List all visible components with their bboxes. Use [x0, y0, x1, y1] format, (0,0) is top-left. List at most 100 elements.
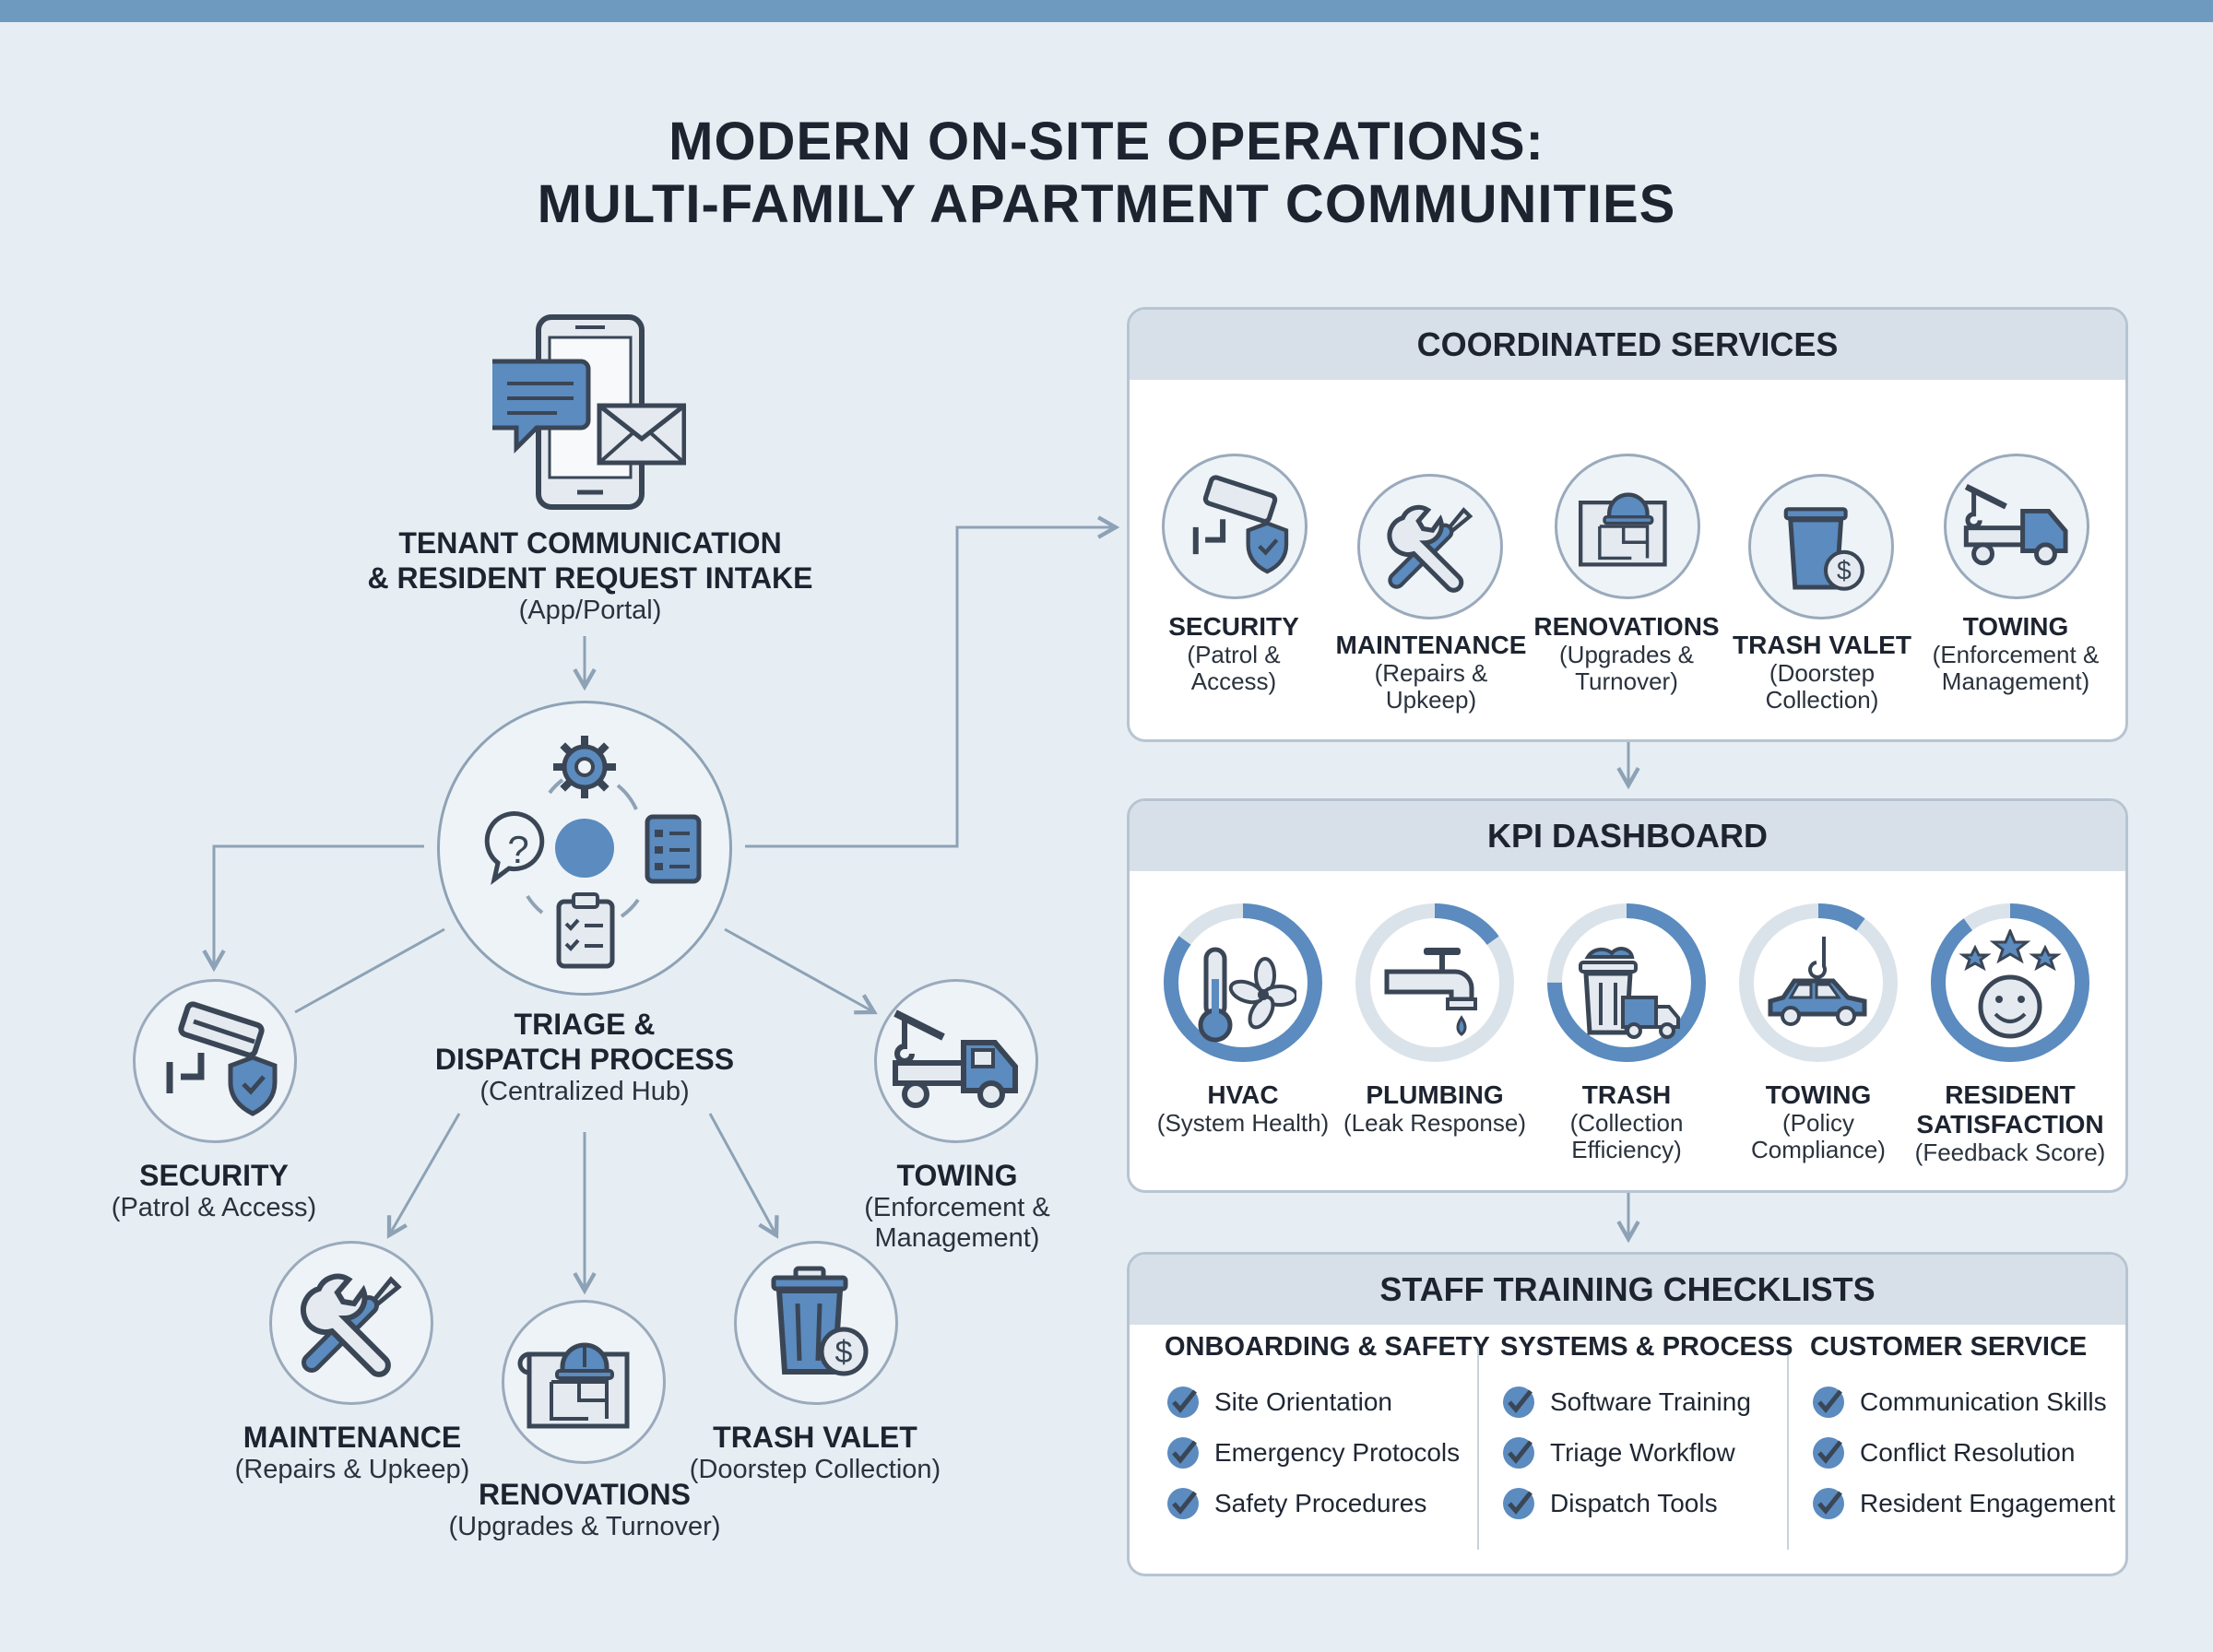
- check-icon: [1167, 1386, 1199, 1418]
- checklist-item-label: Safety Procedures: [1214, 1488, 1427, 1517]
- intake-heading-1: TENANT COMMUNICATION: [398, 526, 782, 560]
- kpi-satisfaction-sub: (Feedback Score): [1914, 1139, 2106, 1166]
- checklist-item: Communication Skills: [1810, 1376, 2115, 1427]
- cs-towing-sub-1: (Enforcement &: [1932, 641, 2100, 668]
- kpi-towing-label: TOWING (Policy Compliance): [1751, 1080, 1886, 1163]
- cs-renovations-sub-1: (Upgrades &: [1559, 641, 1694, 668]
- left-trash-heading: TRASH VALET: [713, 1421, 917, 1454]
- kpi-hvac-heading: HVAC: [1207, 1080, 1279, 1109]
- left-renovations-label: RENOVATIONS (Upgrades & Turnover): [449, 1477, 721, 1542]
- kpi-ring-progress: [1547, 903, 1706, 1062]
- svg-text:$: $: [1837, 556, 1852, 585]
- checklist-item-label: Conflict Resolution: [1860, 1437, 2076, 1467]
- checklist-item-label: Communication Skills: [1860, 1386, 2107, 1416]
- svg-text:$: $: [835, 1335, 853, 1370]
- left-maintenance-label: MAINTENANCE (Repairs & Upkeep): [235, 1420, 470, 1485]
- left-renovations-sub: (Upgrades & Turnover): [448, 1512, 721, 1541]
- trash-can-icon: $: [1783, 507, 1864, 591]
- checklist-heading: SYSTEMS & PROCESS: [1500, 1332, 1793, 1362]
- kpi-hvac-label: HVAC (System Health): [1157, 1080, 1329, 1137]
- tow-truck-icon: [893, 1009, 1018, 1108]
- trash-truck-icon: [1571, 938, 1682, 1049]
- cs-towing-sub-2: Management): [1941, 667, 2090, 695]
- cs-security-sub-1: (Patrol &: [1187, 641, 1281, 668]
- cs-towing-heading: TOWING: [1962, 612, 2069, 641]
- cs-renovations-circle: [1555, 454, 1700, 599]
- left-maintenance-heading: MAINTENANCE: [243, 1421, 462, 1454]
- cs-maintenance-label: MAINTENANCE (Repairs & Upkeep): [1336, 631, 1527, 714]
- checklist-item-label: Site Orientation: [1214, 1386, 1392, 1416]
- checklist-heading: ONBOARDING & SAFETY: [1165, 1332, 1490, 1362]
- car-tow-hook-icon: [1765, 935, 1872, 1045]
- staff-training-panel: STAFF TRAINING CHECKLISTS ONBOARDING & S…: [1127, 1252, 2128, 1576]
- cs-towing-circle: [1944, 454, 2089, 599]
- cs-towing-label: TOWING (Enforcement & Management): [1933, 612, 2100, 695]
- checklist-heading: CUSTOMER SERVICE: [1810, 1332, 2088, 1362]
- hub-label: TRIAGE & DISPATCH PROCESS (Centralized H…: [435, 1007, 734, 1107]
- security-camera-icon: [1192, 475, 1289, 574]
- check-icon: [1167, 1487, 1199, 1519]
- kpi-plumbing-label: PLUMBING (Leak Response): [1343, 1080, 1526, 1137]
- svg-text:?: ?: [507, 828, 528, 871]
- checklist-icon: [645, 814, 702, 884]
- question-bubble-icon: ?: [484, 811, 545, 886]
- checklist-item: Conflict Resolution: [1810, 1427, 2115, 1478]
- security-camera-icon: [166, 1001, 278, 1116]
- smiley-stars-icon: [1957, 927, 2064, 1044]
- cs-maintenance-heading: MAINTENANCE: [1335, 631, 1527, 659]
- triage-hub-circle: ?: [437, 701, 732, 996]
- intake-heading-2: & RESIDENT REQUEST INTAKE: [367, 561, 813, 595]
- check-icon: [1503, 1487, 1534, 1519]
- staff-training-heading: STAFF TRAINING CHECKLISTS: [1130, 1255, 2125, 1325]
- checklist-item-label: Dispatch Tools: [1550, 1488, 1718, 1517]
- column-divider: [1787, 1347, 1789, 1550]
- check-icon: [1813, 1436, 1844, 1469]
- faucet-icon: [1381, 942, 1488, 1049]
- left-security-label: SECURITY (Patrol & Access): [112, 1158, 316, 1223]
- left-towing-circle: [874, 979, 1038, 1143]
- left-renovations-heading: RENOVATIONS: [479, 1478, 691, 1511]
- column-divider: [1477, 1347, 1479, 1550]
- left-trash-sub: (Doorstep Collection): [689, 1455, 941, 1484]
- checklist-column-systems: SYSTEMS & PROCESS Software Training Tria…: [1500, 1330, 1793, 1528]
- cs-renovations-sub-2: Turnover): [1575, 667, 1678, 695]
- cs-security-label: SECURITY (Patrol & Access): [1168, 612, 1299, 695]
- checklist-column-onboarding: ONBOARDING & SAFETY Site Orientation Eme…: [1165, 1330, 1490, 1528]
- coordinated-services-heading: COORDINATED SERVICES: [1130, 310, 2125, 380]
- cs-trash-circle: $: [1748, 474, 1894, 620]
- left-towing-sub-1: (Enforcement &: [864, 1193, 1050, 1222]
- cs-trash-sub-2: Collection): [1765, 686, 1879, 714]
- checklist-item: Resident Engagement: [1810, 1478, 2115, 1528]
- hub-sub: (Centralized Hub): [479, 1077, 690, 1106]
- checklist-item-label: Resident Engagement: [1860, 1488, 2116, 1517]
- title-line-1: MODERN ON-SITE OPERATIONS:: [669, 112, 1544, 171]
- kpi-trash-sub-2: Efficiency): [1571, 1136, 1682, 1163]
- kpi-plumbing-sub: (Leak Response): [1343, 1109, 1526, 1137]
- kpi-ring-progress: [1164, 903, 1322, 1062]
- kpi-ring-progress: [1355, 903, 1514, 1062]
- checklist-item: Safety Procedures: [1165, 1478, 1490, 1528]
- left-maintenance-sub: (Repairs & Upkeep): [234, 1455, 470, 1484]
- tow-truck-icon: [1963, 483, 2068, 566]
- check-icon: [1167, 1436, 1199, 1469]
- kpi-towing-sub-2: Compliance): [1751, 1136, 1886, 1163]
- kpi-ring-progress: [1739, 903, 1898, 1062]
- check-icon: [1813, 1386, 1844, 1418]
- kpi-trash-sub-1: (Collection: [1569, 1109, 1684, 1137]
- checklist-item: Emergency Protocols: [1165, 1427, 1490, 1478]
- left-security-heading: SECURITY: [139, 1159, 289, 1192]
- left-security-sub: (Patrol & Access): [111, 1193, 317, 1222]
- kpi-towing-heading: TOWING: [1765, 1080, 1872, 1109]
- cs-maintenance-sub-1: (Repairs &: [1374, 659, 1488, 687]
- intake-phone-icon: [482, 313, 687, 516]
- checklist-item: Software Training: [1500, 1376, 1793, 1427]
- checklist-item-label: Software Training: [1550, 1386, 1751, 1416]
- kpi-towing-sub-1: (Policy: [1781, 1109, 1855, 1137]
- blueprint-helmet-icon: [517, 1342, 630, 1429]
- check-icon: [1503, 1436, 1534, 1469]
- blueprint-helmet-icon: [1579, 492, 1667, 567]
- cs-security-sub-2: Access): [1190, 667, 1277, 695]
- cs-security-heading: SECURITY: [1168, 612, 1299, 641]
- kpi-hvac-sub: (System Health): [1156, 1109, 1330, 1137]
- cs-trash-sub-1: (Doorstep: [1769, 659, 1876, 687]
